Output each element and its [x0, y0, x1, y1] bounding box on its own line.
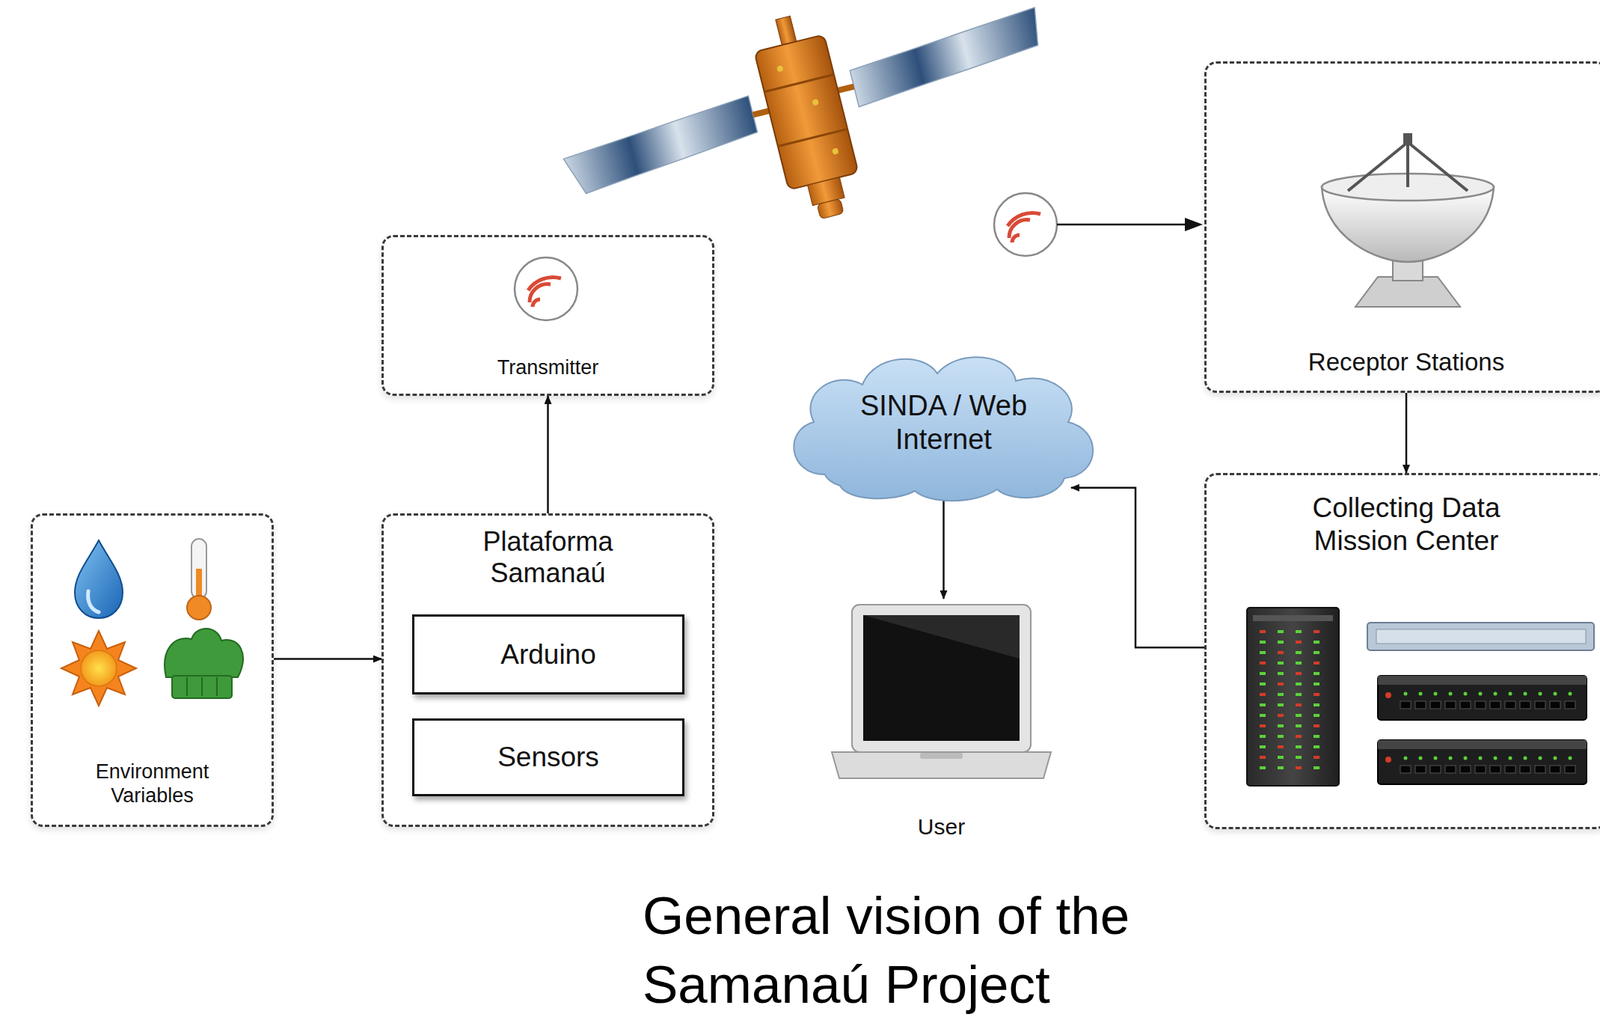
node-label: Environment Variables	[66, 759, 239, 808]
caption: General vision of the Samanaú Project	[642, 881, 1241, 1020]
arrow-connector	[1071, 487, 1205, 648]
station-box: Receptor Stations	[1204, 61, 1600, 393]
signal-icon	[994, 192, 1057, 256]
node-label: Collecting Data Mission Center	[1279, 491, 1534, 557]
server-unit	[1367, 622, 1595, 651]
platform-box: Plataforma SamanaúArduinoSensors	[381, 513, 715, 827]
mission-center-box: Collecting Data Mission Center	[1204, 472, 1600, 829]
server-rack	[1246, 607, 1339, 786]
node-label: Arduino	[500, 638, 597, 671]
plant-icon	[164, 628, 244, 698]
node-label: Receptor Stations	[1308, 347, 1505, 377]
water-drop-icon	[74, 540, 123, 618]
module-box: Arduino	[412, 614, 685, 695]
arrow-connector	[273, 657, 382, 660]
signal-icon	[514, 257, 578, 321]
node-label: Plataforma Samanaú	[443, 525, 654, 590]
sun-icon	[61, 630, 137, 706]
variables-box: Environment Variables	[30, 513, 274, 827]
module-box: Sensors	[412, 718, 685, 796]
user-node: User	[822, 598, 1060, 846]
network-switch	[1377, 675, 1587, 784]
cloud-shape: SINDA / Web Internet	[780, 347, 1108, 505]
node-label: User	[917, 813, 965, 840]
node-label: Transmitter	[497, 356, 600, 380]
transmitter-box: Transmitter	[381, 234, 715, 396]
thermometer-icon	[187, 538, 211, 620]
arrow-connector	[1405, 392, 1408, 473]
node-label: Sensors	[497, 740, 600, 774]
arrow-connector	[942, 498, 945, 599]
node-label: SINDA / Web Internet	[846, 388, 1042, 457]
signal-arrow	[1056, 217, 1203, 232]
dish-antenna	[1321, 133, 1494, 307]
laptop	[831, 604, 1051, 778]
arrow-connector	[546, 395, 550, 514]
